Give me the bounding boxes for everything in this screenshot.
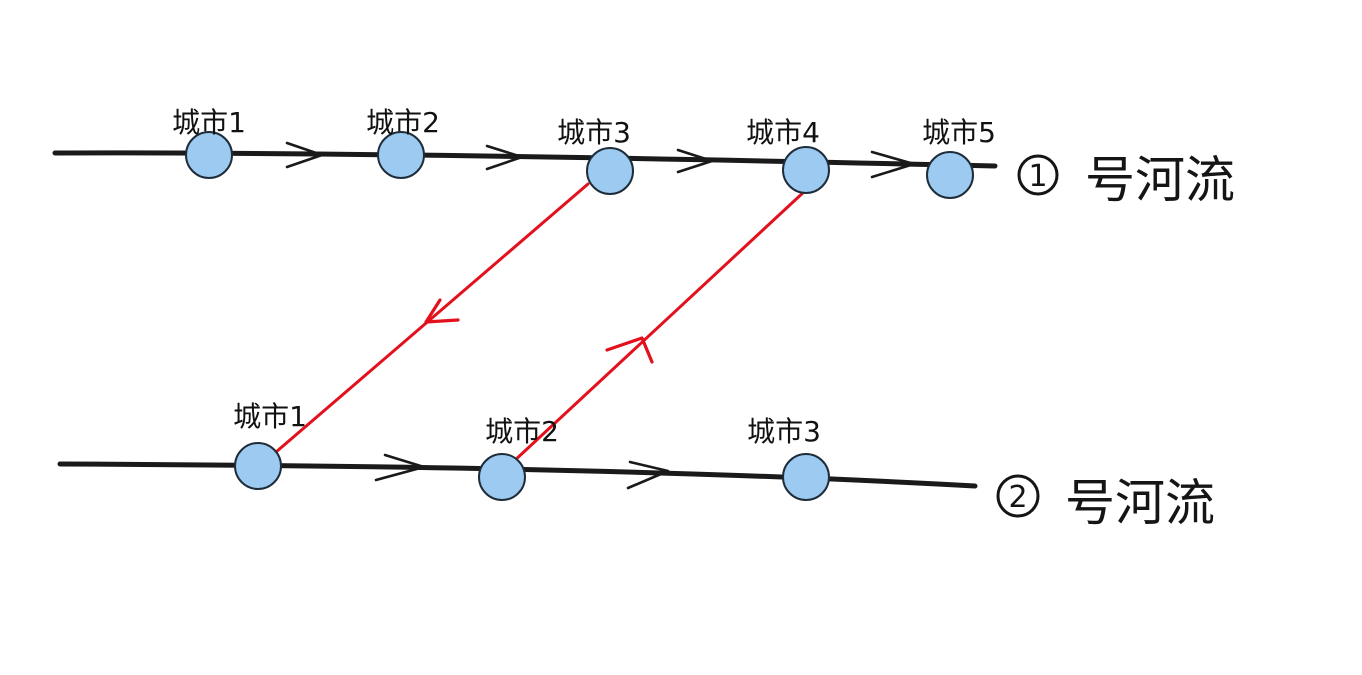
river-2-city-1-node	[234, 442, 282, 490]
river-2-flow-arrow-1	[374, 453, 426, 482]
river-1-city-1-node	[185, 131, 233, 179]
river-2-name: 号河流	[1065, 474, 1215, 532]
river-2-city-3-node	[782, 453, 830, 501]
river-2-city-1[interactable]: 城市1	[233, 400, 307, 490]
river-2-city-3-label: 城市3	[747, 415, 821, 448]
river-1-label: 1 号河流	[1017, 151, 1235, 209]
river-2-flow-arrow-2	[626, 460, 670, 490]
river-2-city-2-node	[478, 453, 526, 501]
river-2-city-3[interactable]: 城市3	[747, 415, 830, 501]
river-1-city-2[interactable]: 城市2	[366, 106, 440, 179]
river-2-number: 2	[1008, 480, 1027, 515]
river-2-city-1-label: 城市1	[233, 400, 307, 433]
river-2-city-2-label: 城市2	[485, 415, 559, 448]
river-1-name: 号河流	[1085, 151, 1235, 209]
river-1-city-3[interactable]: 城市3	[557, 116, 634, 195]
link-line-river1-city3-to-river2-city1	[274, 182, 590, 454]
river-2-city-2[interactable]: 城市2	[478, 415, 559, 501]
river-1-flow-arrow-2	[485, 144, 524, 171]
river-1-city-5[interactable]: 城市5	[922, 116, 996, 199]
river-1-city-5-label: 城市5	[922, 116, 996, 149]
river-1-city-4-label: 城市4	[746, 116, 820, 149]
river-1-city-1-label: 城市1	[172, 106, 246, 139]
river-2-number-badge	[996, 474, 1040, 518]
river-1-line	[52, 150, 998, 169]
river-1-city-4[interactable]: 城市4	[746, 116, 830, 194]
river-1-flow-arrow-1	[285, 141, 324, 169]
river-1-city-4-node	[782, 146, 830, 194]
river-1-city-2-label: 城市2	[366, 106, 440, 139]
river-1-number-badge	[1017, 154, 1059, 196]
link-2-arrowhead	[605, 336, 654, 364]
river-1-number: 1	[1028, 159, 1047, 194]
river-1-city-5-node	[926, 151, 974, 199]
river-1-city-3-node	[586, 147, 634, 195]
river-1-city-3-label: 城市3	[557, 116, 631, 149]
river-1-flow-arrow-3	[676, 148, 714, 174]
river-2-label: 2 号河流	[996, 474, 1215, 532]
link-line-river2-city2-to-river1-city4	[511, 188, 808, 464]
river-1-city-2-node	[377, 131, 425, 179]
river-1-city-1[interactable]: 城市1	[172, 106, 246, 179]
river-1-flow-arrow-4	[870, 150, 916, 179]
link-1-arrowhead	[424, 298, 460, 324]
